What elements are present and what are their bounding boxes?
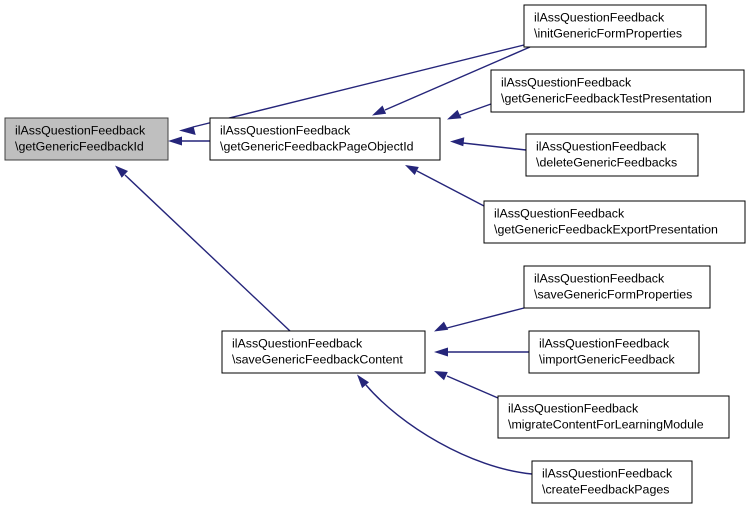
arrowhead-icon bbox=[115, 165, 128, 178]
node-label-method: \getGenericFeedbackExportPresentation bbox=[494, 222, 718, 236]
graph-node-saveGenericFormProperties[interactable]: ilAssQuestionFeedback \saveGenericFormPro… bbox=[523, 265, 711, 309]
graph-node-createFeedbackPages[interactable]: ilAssQuestionFeedback \createFeedbackPage… bbox=[531, 460, 693, 504]
edge-saveGenericFeedbackContent-to-getGenericFeedbackId bbox=[115, 165, 291, 332]
edge-initGenericFormProperties-to-getGenericFeedbackId bbox=[179, 44, 525, 135]
node-rect[interactable] bbox=[483, 200, 746, 244]
node-label-class: ilAssQuestionFeedback bbox=[220, 123, 351, 137]
node-label-class: ilAssQuestionFeedback bbox=[542, 466, 673, 480]
node-label-method: \migrateContentForLearningModule bbox=[508, 417, 704, 431]
arrowhead-icon bbox=[434, 321, 449, 332]
node-rect[interactable] bbox=[523, 4, 707, 48]
arrowhead-icon bbox=[447, 109, 462, 120]
node-label-class: ilAssQuestionFeedback bbox=[534, 271, 665, 285]
graph-node-deleteGenericFeedbacks[interactable]: ilAssQuestionFeedback \deleteGenericFeedb… bbox=[525, 133, 699, 177]
edge-importGenericFeedback-to-saveGenericFeedbackContent bbox=[434, 347, 529, 357]
node-label-method: \getGenericFeedbackId bbox=[15, 139, 144, 153]
edge-initGenericFormProperties-to-getGenericFeedbackPageObjectId bbox=[372, 46, 531, 116]
graph-node-migrateContentForLearningModule[interactable]: ilAssQuestionFeedback \migrateContentForL… bbox=[497, 395, 730, 439]
node-rect[interactable] bbox=[4, 117, 169, 161]
arrowhead-icon bbox=[179, 126, 196, 135]
edge-getGenericFeedbackTestPresentation-to-getGenericFeedbackPageObjectId bbox=[447, 103, 492, 120]
edge-layer bbox=[115, 44, 533, 475]
graph-node-getGenericFeedbackExportPresentation[interactable]: ilAssQuestionFeedback \getGenericFeedback… bbox=[483, 200, 746, 244]
node-rect[interactable] bbox=[209, 117, 441, 161]
edge-line bbox=[416, 170, 485, 207]
edge-line bbox=[192, 44, 525, 128]
graph-node-importGenericFeedback[interactable]: ilAssQuestionFeedback \importGenericFeedb… bbox=[528, 330, 700, 374]
node-label-method: \getGenericFeedbackPageObjectId bbox=[220, 139, 414, 153]
graph-node-saveGenericFeedbackContent[interactable]: ilAssQuestionFeedback \saveGenericFeedbac… bbox=[221, 330, 426, 374]
arrowhead-icon bbox=[450, 137, 465, 147]
edge-saveGenericFormProperties-to-saveGenericFeedbackContent bbox=[434, 307, 525, 332]
node-label-method: \importGenericFeedback bbox=[539, 352, 675, 366]
arrowhead-icon bbox=[405, 165, 419, 175]
node-rect[interactable] bbox=[528, 330, 700, 374]
node-label-method: \createFeedbackPages bbox=[542, 482, 669, 496]
node-rect[interactable] bbox=[497, 395, 730, 439]
arrowhead-icon bbox=[357, 374, 369, 389]
node-label-class: ilAssQuestionFeedback bbox=[15, 123, 146, 137]
graph-node-getGenericFeedbackPageObjectId[interactable]: ilAssQuestionFeedback \getGenericFeedback… bbox=[209, 117, 441, 161]
edge-createFeedbackPages-to-saveGenericFeedbackContent bbox=[357, 374, 533, 475]
node-label-class: ilAssQuestionFeedback bbox=[536, 139, 667, 153]
edge-line bbox=[462, 142, 527, 151]
node-label-class: ilAssQuestionFeedback bbox=[508, 401, 639, 415]
edge-line bbox=[446, 375, 499, 399]
graph-node-getGenericFeedbackTestPresentation[interactable]: ilAssQuestionFeedback \getGenericFeedback… bbox=[490, 69, 745, 113]
node-label-method: \getGenericFeedbackTestPresentation bbox=[501, 91, 712, 105]
node-layer: ilAssQuestionFeedback \getGenericFeedback… bbox=[4, 4, 746, 504]
edge-line bbox=[124, 174, 291, 332]
edge-getGenericFeedbackExportPresentation-to-getGenericFeedbackPageObjectId bbox=[405, 165, 485, 207]
arrowhead-icon bbox=[372, 105, 387, 116]
edge-deleteGenericFeedbacks-to-getGenericFeedbackPageObjectId bbox=[450, 137, 527, 151]
node-rect[interactable] bbox=[531, 460, 693, 504]
edge-line bbox=[384, 46, 531, 111]
arrowhead-icon bbox=[168, 136, 182, 146]
node-label-class: ilAssQuestionFeedback bbox=[539, 336, 670, 350]
node-label-class: ilAssQuestionFeedback bbox=[232, 336, 363, 350]
arrowhead-icon bbox=[434, 347, 448, 357]
node-label-class: ilAssQuestionFeedback bbox=[501, 75, 632, 89]
node-label-method: \initGenericFormProperties bbox=[534, 26, 682, 40]
node-label-class: ilAssQuestionFeedback bbox=[494, 206, 625, 220]
node-rect[interactable] bbox=[490, 69, 745, 113]
edge-line bbox=[459, 103, 492, 116]
node-label-method: \deleteGenericFeedbacks bbox=[536, 155, 677, 169]
node-rect[interactable] bbox=[221, 330, 426, 374]
graph-node-initGenericFormProperties[interactable]: ilAssQuestionFeedback \initGenericFormPro… bbox=[523, 4, 707, 48]
node-label-method: \saveGenericFeedbackContent bbox=[232, 352, 403, 366]
graph-node-getGenericFeedbackId[interactable]: ilAssQuestionFeedback \getGenericFeedback… bbox=[4, 117, 169, 161]
edge-migrateContentForLearningModule-to-saveGenericFeedbackContent bbox=[434, 371, 499, 399]
node-label-class: ilAssQuestionFeedback bbox=[534, 10, 665, 24]
node-label-method: \saveGenericFormProperties bbox=[534, 287, 692, 301]
arrowhead-icon bbox=[434, 371, 448, 381]
edge-getGenericFeedbackPageObjectId-to-getGenericFeedbackId bbox=[168, 136, 210, 146]
edge-line bbox=[365, 384, 533, 475]
edge-line bbox=[446, 307, 525, 329]
node-rect[interactable] bbox=[525, 133, 699, 177]
node-rect[interactable] bbox=[523, 265, 711, 309]
